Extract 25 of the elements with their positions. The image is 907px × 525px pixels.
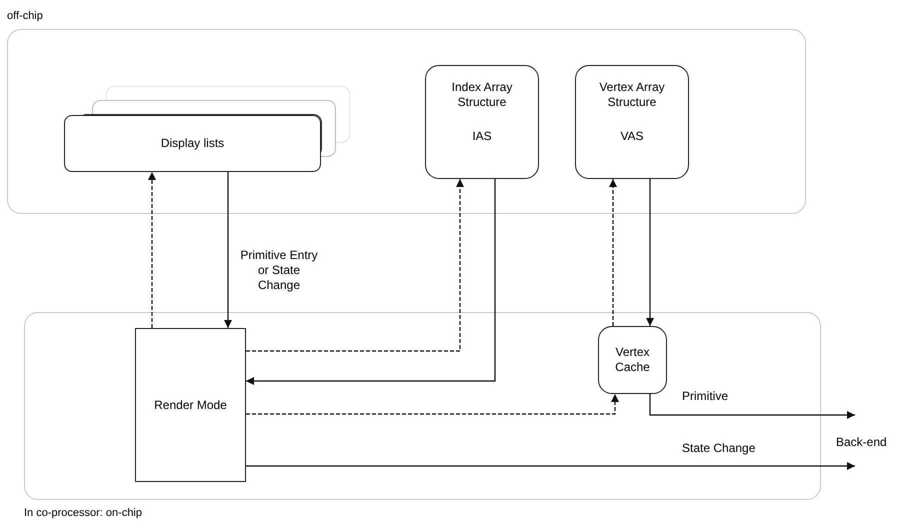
box-text: Vertex Array Structure — [598, 80, 666, 110]
region-title: off-chip — [7, 9, 43, 24]
box-text: Vertex Cache — [614, 345, 651, 375]
process-box — [425, 65, 539, 179]
box-text: VAS — [620, 129, 644, 144]
arrow — [246, 179, 464, 352]
arrow — [246, 462, 855, 470]
arrow — [646, 179, 654, 326]
arrow — [224, 172, 232, 328]
arrow — [246, 179, 496, 385]
arrow — [148, 172, 156, 328]
process-box — [135, 328, 246, 482]
process-box — [64, 115, 321, 172]
arrow — [649, 394, 855, 419]
arrow — [246, 394, 619, 415]
edge-label: State Change — [682, 441, 756, 456]
box-text: Index Array Structure — [450, 80, 514, 110]
process-box — [598, 326, 667, 394]
box-text: Display lists — [160, 136, 224, 151]
region-title: In co-processor: on-chip — [24, 506, 142, 520]
arrow — [609, 179, 617, 326]
destination-label: Back-end — [836, 434, 887, 451]
box-text: IAS — [472, 129, 492, 144]
box-text: Render Mode — [154, 398, 227, 412]
process-box — [575, 65, 689, 179]
